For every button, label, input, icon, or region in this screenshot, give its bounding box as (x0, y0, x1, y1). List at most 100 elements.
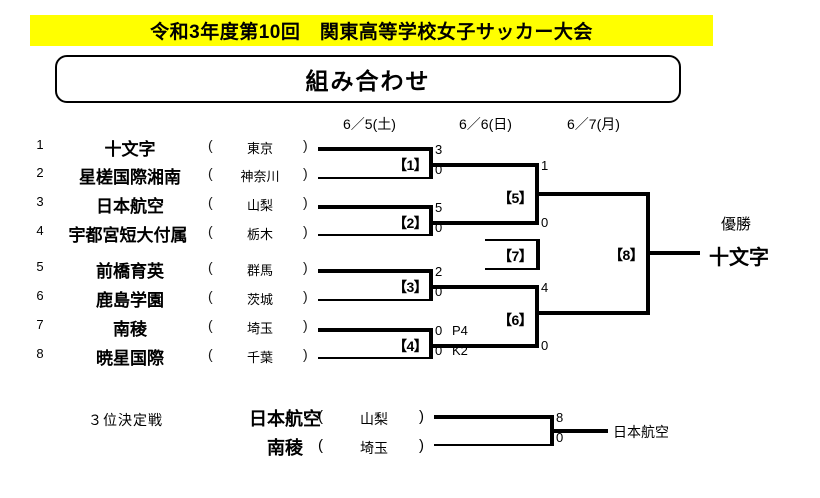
team-prefecture: 東京 (246, 141, 273, 156)
match-4-top-score: 0 (435, 323, 443, 338)
third-place-line-bottom (434, 444, 554, 446)
match-7-top-line (485, 239, 540, 241)
third-place-bottom-score: 0 (556, 430, 564, 445)
paren-left: ( (208, 165, 213, 181)
bracket-join-match-4 (429, 328, 433, 359)
match-3-bottom-score: 0 (435, 284, 443, 299)
bracket-line-match-6-winner (537, 311, 650, 315)
third-paren-right: ) (419, 437, 424, 454)
match-2-bottom-score: 0 (435, 220, 443, 235)
paren-right: ) (303, 259, 308, 275)
third-place-label: ３位決定戦 (88, 412, 163, 428)
team-name: 前橋育英 (96, 262, 164, 281)
paren-left: ( (208, 137, 213, 153)
paren-right: ) (303, 165, 308, 181)
match-4-bottom-score: 0 (435, 343, 443, 358)
third-paren-right: ) (419, 408, 424, 425)
bracket-join-match-2 (429, 205, 433, 236)
match-5-bottom-score: 0 (541, 215, 549, 230)
team-prefecture: 埼玉 (246, 321, 273, 336)
bracket-line-team-6 (318, 299, 433, 301)
paren-left: ( (208, 194, 213, 210)
third-paren-left: ( (318, 408, 323, 425)
match-7-bottom-line (485, 268, 540, 270)
team-seed-number: 8 (36, 346, 44, 361)
bracket-line-match-3-winner (431, 285, 539, 289)
third-place-winner-line (552, 429, 608, 433)
match-label-7: 【7】 (498, 248, 533, 264)
team-row: 8 暁星国際 ( 千葉 ) (0, 346, 330, 368)
team-seed-number: 2 (36, 165, 44, 180)
team-prefecture: 茨城 (246, 292, 273, 307)
third-place-top-score: 8 (556, 410, 564, 425)
match-label-6: 【6】 (498, 312, 533, 328)
date-header-day1: 6／5(土) (343, 116, 396, 132)
match-4-pk-top: P4 (452, 323, 468, 338)
bracket-line-match-4-winner (431, 344, 539, 348)
match-3-top-score: 2 (435, 264, 443, 279)
bracket-line-team-3 (318, 205, 433, 209)
paren-left: ( (208, 288, 213, 304)
subtitle-box: 組み合わせ (55, 55, 681, 103)
team-row: 7 南稜 ( 埼玉 ) (0, 317, 330, 339)
team-row: 1 十文字 ( 東京 ) (0, 137, 330, 159)
team-prefecture: 神奈川 (240, 169, 280, 184)
match-5-top-score: 1 (541, 158, 549, 173)
third-place-line-top (434, 415, 554, 419)
paren-right: ) (303, 317, 308, 333)
team-seed-number: 5 (36, 259, 44, 274)
match-label-3: 【3】 (393, 279, 428, 295)
bracket-line-champion (648, 251, 700, 255)
bracket-line-match-5-winner (537, 192, 650, 196)
team-seed-number: 7 (36, 317, 44, 332)
team-prefecture: 千葉 (246, 350, 273, 365)
team-seed-number: 1 (36, 137, 44, 152)
date-header-day3: 6／7(月) (567, 116, 620, 132)
team-name: 暁星国際 (96, 349, 164, 368)
paren-right: ) (303, 223, 308, 239)
third-place-team-prefecture: 埼玉 (360, 440, 388, 456)
match-1-top-score: 3 (435, 142, 443, 157)
champion-label: 優勝 (721, 216, 752, 233)
third-place-team-prefecture: 山梨 (360, 411, 388, 427)
third-place-team-name: 日本航空 (249, 409, 321, 429)
team-row: 4 宇都宮短大付属 ( 栃木 ) (0, 223, 330, 245)
match-7-join (536, 239, 540, 270)
bracket-line-team-8 (318, 357, 433, 359)
paren-right: ) (303, 346, 308, 362)
third-place-winner-name: 日本航空 (613, 424, 669, 440)
third-paren-left: ( (318, 437, 323, 454)
match-2-top-score: 5 (435, 200, 443, 215)
team-name: 宇都宮短大付属 (68, 226, 188, 245)
bracket-line-team-4 (318, 234, 433, 236)
third-place-team-name: 南稜 (267, 438, 303, 458)
team-seed-number: 3 (36, 194, 44, 209)
match-6-bottom-score: 0 (541, 338, 549, 353)
team-name: 南稜 (113, 320, 147, 339)
bracket-line-match-2-winner (431, 221, 539, 225)
team-name: 鹿島学園 (96, 291, 164, 310)
bracket-line-team-5 (318, 269, 433, 273)
team-name: 日本航空 (96, 197, 164, 216)
team-prefecture: 群馬 (246, 263, 273, 278)
team-name: 十文字 (104, 140, 156, 159)
tournament-title-band: 令和3年度第10回 関東高等学校女子サッカー大会 (30, 15, 713, 46)
bracket-join-match-6 (535, 285, 539, 348)
paren-right: ) (303, 137, 308, 153)
bracket-line-team-1 (318, 147, 433, 151)
team-seed-number: 6 (36, 288, 44, 303)
team-name: 星槎国際湘南 (79, 168, 181, 187)
team-prefecture: 山梨 (246, 198, 273, 213)
match-label-8: 【8】 (609, 247, 644, 263)
team-row: 2 星槎国際湘南 ( 神奈川 ) (0, 165, 330, 187)
paren-left: ( (208, 346, 213, 362)
paren-right: ) (303, 288, 308, 304)
team-row: 5 前橋育英 ( 群馬 ) (0, 259, 330, 281)
subtitle-text: 組み合わせ (305, 68, 431, 94)
paren-left: ( (208, 259, 213, 275)
team-prefecture: 栃木 (246, 227, 273, 242)
match-label-2: 【2】 (393, 215, 428, 231)
date-header-day2: 6／6(日) (459, 116, 512, 132)
paren-right: ) (303, 194, 308, 210)
